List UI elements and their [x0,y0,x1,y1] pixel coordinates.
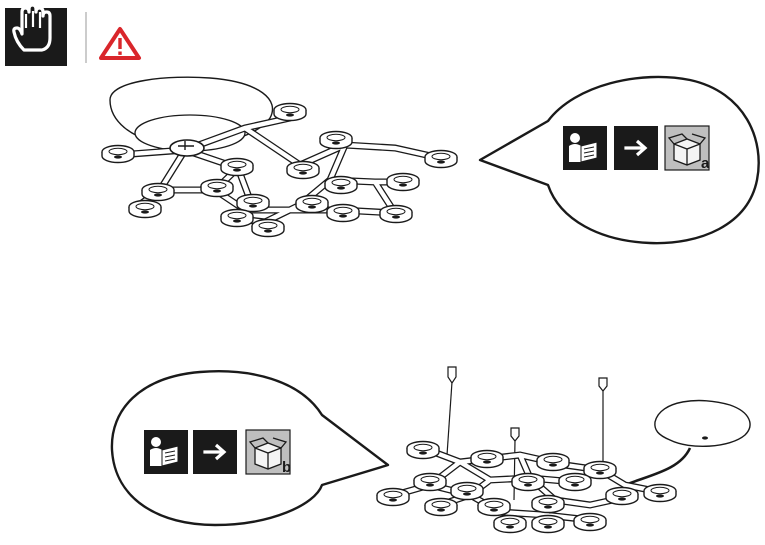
fixture-top-assembly [101,76,458,238]
warning-triangle-icon [99,27,141,60]
read-manual-icon [562,125,608,171]
ceiling-anchor [447,366,608,442]
power-cable [624,447,692,487]
arrow-right-icon [612,124,660,172]
callout-bubble-a: a [478,75,760,245]
package-label-a: a [701,155,710,172]
callout-bubble-b: b [110,370,390,527]
suspension-cables [446,381,604,501]
read-manual-icon [143,429,189,475]
package-label-b: b [282,459,291,476]
arrow-right-icon [191,428,239,476]
stop-hand-icon [5,3,67,66]
fixture-suspended-assembly [376,366,751,534]
ceiling-canopy [654,399,751,448]
